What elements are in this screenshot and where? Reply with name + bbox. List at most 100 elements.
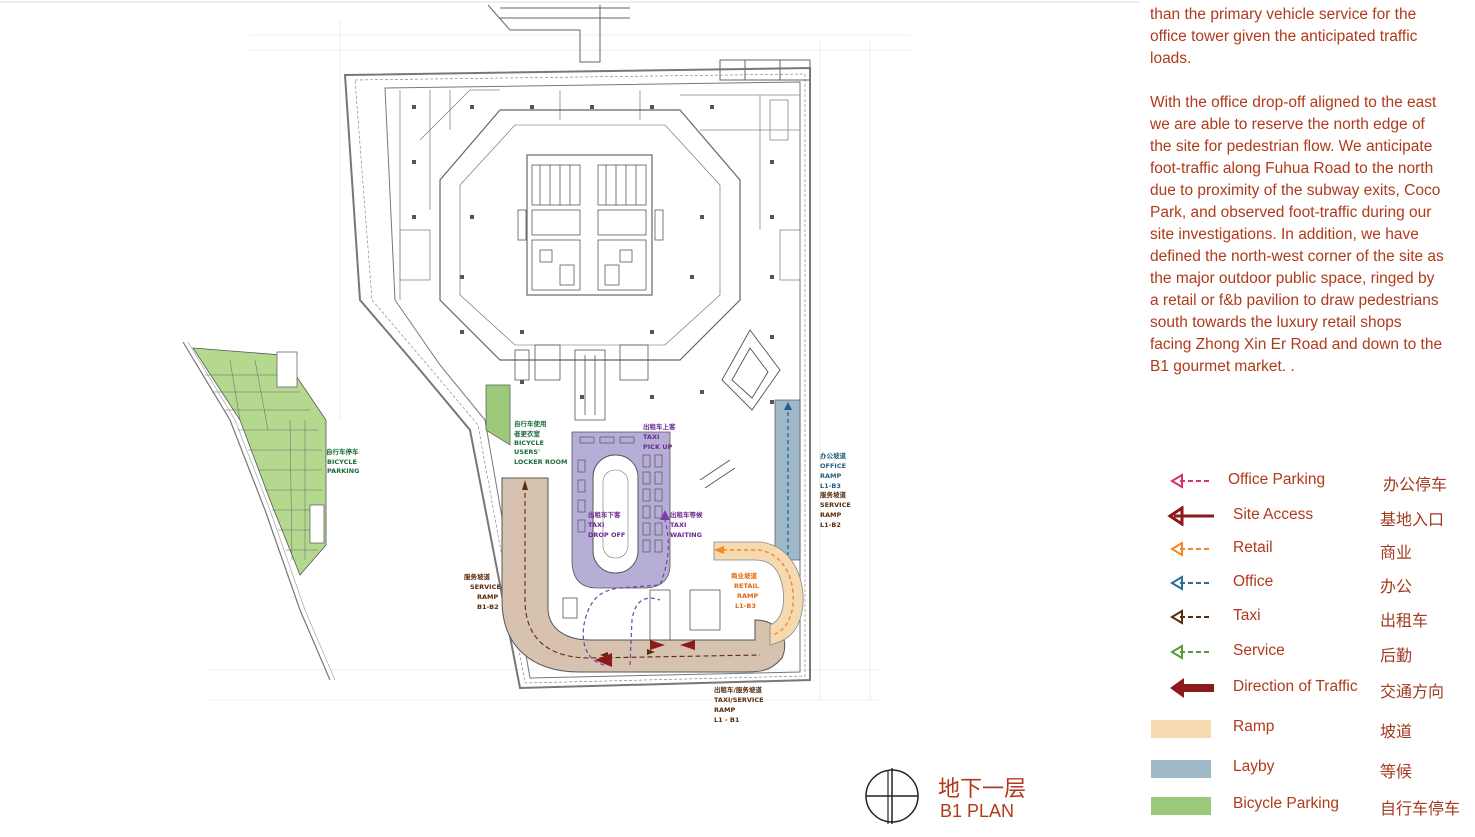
dashed-arrow-icon [1150, 642, 1214, 662]
bicycle-parking-label: 自行车停车 BICYCLE PARKING [326, 447, 359, 475]
bicycle-locker-label: 自行车使用 者更衣室 BICYCLE USERS' LOCKER ROOM [513, 419, 567, 466]
bicycle-locker-area [485, 384, 511, 446]
svg-text:OFFICE: OFFICE [820, 462, 846, 470]
narrative-paragraph-2: With the office drop-off aligned to the … [1150, 92, 1475, 378]
arrow-head [1170, 678, 1184, 698]
arrow-icon [1170, 473, 1212, 489]
svg-text:RAMP: RAMP [820, 472, 842, 480]
legend-label-zh: 自行车停车 [1380, 799, 1461, 818]
svg-text:PICK UP: PICK UP [643, 443, 673, 451]
taxi-dropoff-label: 出租车下客 TAXI DROP OFF [588, 510, 625, 539]
south-core [514, 344, 721, 641]
svg-text:者更衣室: 者更衣室 [513, 429, 541, 438]
service-ramp-west-label: 服务坡道 SERVICE RAMP B1-B2 [464, 572, 501, 611]
taxi-service-ramp-label: 出租车/服务坡道 TAXI/SERVICE RAMP L1 - B1 [714, 685, 764, 724]
arrow-icon [1167, 505, 1216, 527]
legend-label-en: Service [1233, 642, 1285, 659]
svg-text:出租车上客: 出租车上客 [643, 422, 676, 431]
narrative-line: than the primary vehicle service for the [1150, 6, 1417, 23]
svg-text:RETAIL: RETAIL [734, 582, 759, 590]
narrative-line: we are able to reserve the north edge of [1150, 116, 1425, 133]
legend-label-zh: 坡道 [1380, 722, 1413, 741]
b1-floor-plan: 自行车停车 BICYCLE PARKING 自行车使用 者更衣室 BICYCLE… [0, 1, 1140, 724]
svg-text:自行车使用: 自行车使用 [514, 419, 547, 428]
retail-ramp-label: 商业坡道 RETAIL RAMP L1-B3 [731, 571, 759, 610]
svg-text:RAMP: RAMP [477, 593, 499, 601]
legend-label-zh: 等候 [1380, 762, 1413, 781]
narrative-line: site investigations. In addition, we hav… [1150, 226, 1419, 243]
svg-text:自行车停车: 自行车停车 [326, 447, 359, 456]
legend-label-zh: 后勤 [1380, 646, 1413, 665]
svg-text:TAXI/SERVICE: TAXI/SERVICE [714, 696, 764, 704]
narrative-line: the site for pedestrian flow. We anticip… [1150, 138, 1433, 155]
svg-text:BICYCLE: BICYCLE [327, 458, 357, 466]
arrow-head [1170, 575, 1183, 591]
bicycle-parking-area [182, 341, 336, 681]
legend-label-en: Site Access [1233, 506, 1314, 523]
svg-text:RAMP: RAMP [737, 592, 759, 600]
plan-title-en: B1 PLAN [940, 801, 1015, 821]
legend-row: Layby 等候 [1150, 752, 1475, 782]
narrative-line: defined the north-west corner of the sit… [1150, 248, 1444, 265]
arrow-head [1170, 473, 1183, 489]
legend-label-en: Direction of Traffic [1233, 678, 1358, 695]
column-grid [412, 105, 774, 404]
dashed-arrow-icon [1150, 573, 1214, 593]
narrative-line: With the office drop-off aligned to the … [1150, 94, 1437, 111]
legend-row: Service 后勤 [1150, 636, 1475, 666]
legend-row: Office Parking 办公停车 [1150, 465, 1475, 495]
narrative-line: foot-traffic along Fuhua Road to the nor… [1150, 160, 1434, 177]
narrative-line: south towards the luxury retail shops [1150, 314, 1402, 331]
svg-text:TAXI: TAXI [670, 521, 686, 529]
svg-text:BICYCLE: BICYCLE [514, 439, 544, 447]
legend-row: Ramp 坡道 [1150, 712, 1475, 742]
svg-text:RAMP: RAMP [714, 706, 736, 714]
arrow-head [1170, 644, 1183, 660]
svg-text:TAXI: TAXI [588, 521, 604, 529]
office-ramp-label: 办公坡道 OFFICE RAMP L1-B3 [820, 451, 847, 490]
narrative-text: than the primary vehicle service for the… [1150, 4, 1475, 400]
svg-text:服务坡道: 服务坡道 [464, 572, 491, 581]
svg-text:L1-B3: L1-B3 [735, 602, 756, 610]
narrative-line: B1 gourmet market. . [1150, 358, 1295, 375]
taxi-route [582, 519, 669, 666]
svg-text:办公坡道: 办公坡道 [820, 451, 847, 460]
taxi-waiting-label: 出租车等候 TAXI WAITING [670, 510, 703, 539]
dashed-arrow-icon [1150, 607, 1214, 627]
legend-label-en: Ramp [1233, 718, 1275, 735]
legend-label-zh: 办公停车 [1383, 475, 1448, 494]
service-ramp-east-label: 服务坡道 SERVICE RAMP L1-B2 [820, 490, 851, 529]
taxi-pickup-label: 出租车上客 TAXI PICK UP [643, 422, 676, 451]
svg-text:SERVICE: SERVICE [820, 501, 851, 509]
svg-text:RAMP: RAMP [820, 511, 842, 519]
core-elevators [517, 164, 664, 291]
svg-text:商业坡道: 商业坡道 [731, 571, 758, 580]
narrative-line: loads. [1150, 50, 1192, 67]
retail-ramp [713, 541, 804, 646]
plan-title: 地下一层 B1 PLAN [862, 768, 1062, 828]
arrow-icon [1170, 609, 1212, 625]
legend-label-en: Taxi [1233, 607, 1261, 624]
svg-text:WAITING: WAITING [670, 531, 702, 539]
svg-text:出租车等候: 出租车等候 [670, 510, 703, 519]
svg-text:DROP OFF: DROP OFF [588, 531, 625, 539]
legend-label-zh: 办公 [1380, 577, 1413, 596]
legend-label-en: Office [1233, 573, 1274, 590]
narrative-line: due to proximity of the subway exits, Co… [1150, 182, 1441, 199]
svg-text:USERS': USERS' [514, 448, 540, 456]
legend-label-en: Retail [1233, 539, 1273, 556]
legend-label-en: Layby [1233, 758, 1275, 775]
legend-label-zh: 出租车 [1380, 611, 1429, 630]
svg-text:出租车/服务坡道: 出租车/服务坡道 [714, 685, 762, 694]
taxi-zone [571, 431, 671, 589]
arrow-head [1167, 505, 1184, 527]
svg-text:LOCKER ROOM: LOCKER ROOM [514, 458, 567, 466]
legend-label-en: Bicycle Parking [1233, 795, 1339, 812]
legend-label-en: Office Parking [1228, 471, 1326, 488]
legend-swatch [1150, 758, 1214, 778]
narrative-line: office tower given the anticipated traff… [1150, 28, 1418, 45]
swatch-fill [1151, 720, 1211, 738]
legend-row: Taxi 出租车 [1150, 601, 1475, 631]
narrative-line: the major outdoor public space, ringed b… [1150, 270, 1435, 287]
